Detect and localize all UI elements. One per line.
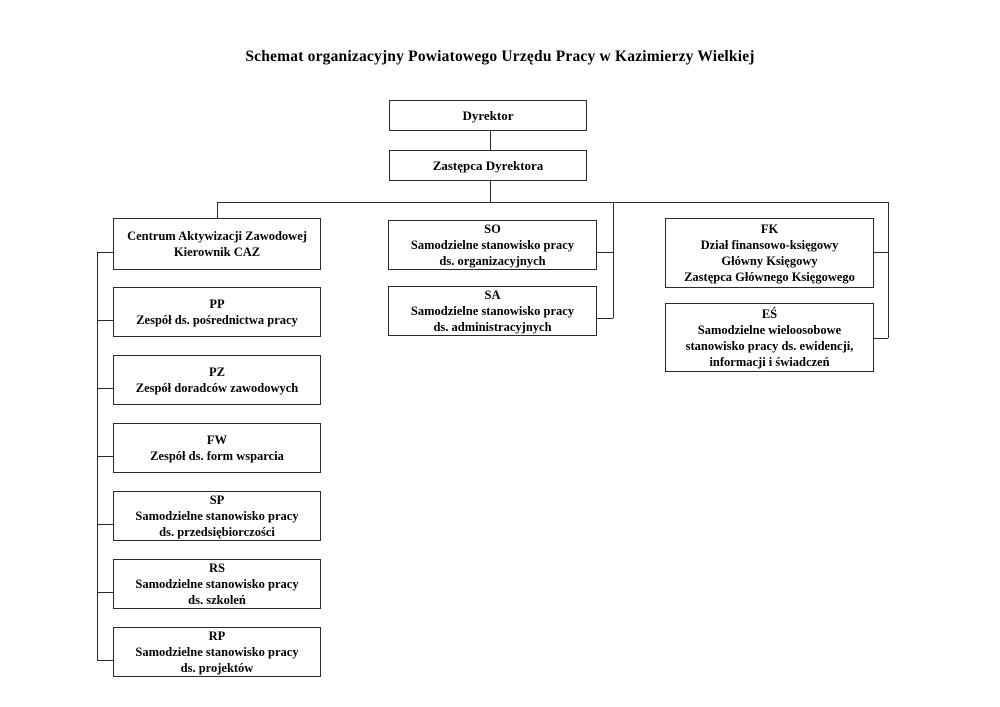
org-node-sa: SA Samodzielne stanowisko pracy ds. admi… (388, 286, 597, 336)
connector-stub-so (597, 252, 613, 253)
org-node-fw: FW Zespół ds. form wsparcia (113, 423, 321, 473)
connector-stub-rs (97, 592, 113, 593)
connector-director-deputy (490, 131, 491, 150)
node-label: Kierownik CAZ (173, 245, 261, 259)
node-label: Samodzielne stanowisko pracy (410, 304, 575, 318)
node-code: PP (209, 297, 225, 311)
node-code: EŚ (761, 306, 778, 321)
org-node-director: Dyrektor (389, 100, 587, 131)
connector-stub-pz (97, 388, 113, 389)
node-label: ds. projektów (180, 661, 254, 675)
org-node-rs: RS Samodzielne stanowisko pracy ds. szko… (113, 559, 321, 609)
node-label: ds. szkoleń (188, 593, 246, 607)
org-node-so: SO Samodzielne stanowisko pracy ds. orga… (388, 220, 597, 270)
connector-stub-pp (97, 320, 113, 321)
node-label: informacji i świadczeń (709, 354, 830, 369)
node-label: Zespół ds. form wsparcia (150, 449, 284, 463)
connector-stub-rp (97, 660, 113, 661)
node-label: Samodzielne stanowisko pracy (410, 238, 575, 252)
node-label: Samodzielne stanowisko pracy (135, 645, 299, 659)
node-code: PZ (209, 365, 225, 379)
connector-stub-sa (597, 318, 613, 319)
node-code: RP (208, 629, 226, 643)
node-label: ds. organizacyjnych (439, 254, 546, 268)
node-label: Samodzielne stanowisko pracy (135, 509, 299, 523)
node-label: Samodzielne stanowisko pracy (135, 577, 299, 591)
org-node-pp: PP Zespół ds. pośrednictwa pracy (113, 287, 321, 337)
connector-middle-vertical (613, 202, 614, 318)
node-label: ds. administracyjnych (433, 320, 552, 334)
org-node-es: EŚ Samodzielne wieloosobowe stanowisko p… (665, 303, 874, 372)
connector-right-vertical (888, 202, 889, 338)
node-label: Zastępca Głównego Księgowego (684, 270, 855, 284)
node-code: RS (209, 561, 225, 575)
connector-stub-caz (97, 252, 113, 253)
connector-stub-sp (97, 524, 113, 525)
connector-deputy-rail (490, 181, 491, 202)
node-label: Zespół doradców zawodowych (135, 381, 299, 395)
node-label: Główny Księgowy (721, 254, 818, 268)
node-label: Dyrektor (462, 107, 514, 123)
node-label: Zastępca Dyrektora (432, 157, 544, 173)
org-node-sp: SP Samodzielne stanowisko pracy ds. prze… (113, 491, 321, 541)
node-code: SA (484, 288, 501, 302)
node-label: Zespół ds. pośrednictwa pracy (136, 313, 298, 327)
node-code: SO (484, 222, 501, 236)
node-label: Dział finansowo-księgowy (700, 238, 839, 252)
connector-stub-es (874, 338, 888, 339)
org-node-caz: Centrum Aktywizacji Zawodowej Kierownik … (113, 218, 321, 270)
org-node-rp: RP Samodzielne stanowisko pracy ds. proj… (113, 627, 321, 677)
node-code: SP (209, 493, 225, 507)
connector-stub-fk (874, 252, 888, 253)
node-label: ds. przedsiębiorczości (159, 525, 275, 539)
connector-rail-caz (217, 202, 218, 218)
connector-stub-fw (97, 456, 113, 457)
node-code: FK (760, 222, 779, 236)
org-node-fk: FK Dział finansowo-księgowy Główny Księg… (665, 218, 874, 288)
node-code: FW (206, 433, 228, 447)
org-node-deputy-director: Zastępca Dyrektora (389, 150, 587, 181)
node-label: Centrum Aktywizacji Zawodowej (127, 229, 307, 243)
connector-main-rail (217, 202, 889, 203)
node-label: stanowisko pracy ds. ewidencji, (685, 338, 854, 353)
page-title: Schemat organizacyjny Powiatowego Urzędu… (245, 48, 755, 65)
org-node-pz: PZ Zespół doradców zawodowych (113, 355, 321, 405)
node-label: Samodzielne wieloosobowe (697, 322, 842, 337)
